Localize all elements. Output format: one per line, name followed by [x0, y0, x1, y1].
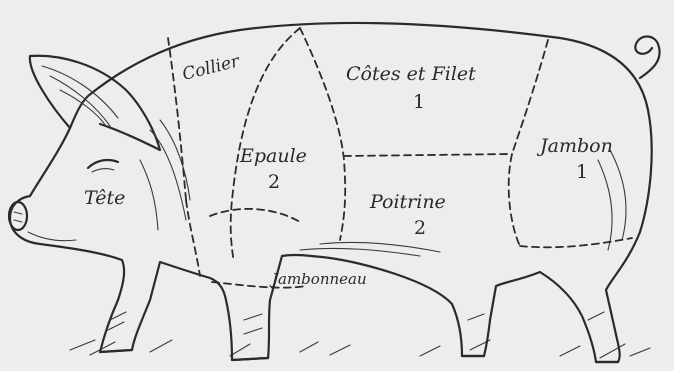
label-cotes-filet: Côtes et Filet — [346, 63, 476, 85]
label-jambon: Jambon — [536, 135, 613, 157]
number-cotes-filet: 1 — [413, 91, 425, 113]
label-collier: Collier — [180, 51, 242, 85]
label-jambonneau: Jambonneau — [269, 270, 367, 288]
number-poitrine: 2 — [414, 217, 426, 239]
label-tete: Tête — [84, 187, 125, 209]
ground-hatching — [70, 340, 650, 358]
number-jambon: 1 — [576, 161, 588, 183]
number-epaule: 2 — [268, 171, 280, 193]
label-poitrine: Poitrine — [369, 191, 446, 213]
label-epaule: Epaule — [239, 145, 307, 167]
